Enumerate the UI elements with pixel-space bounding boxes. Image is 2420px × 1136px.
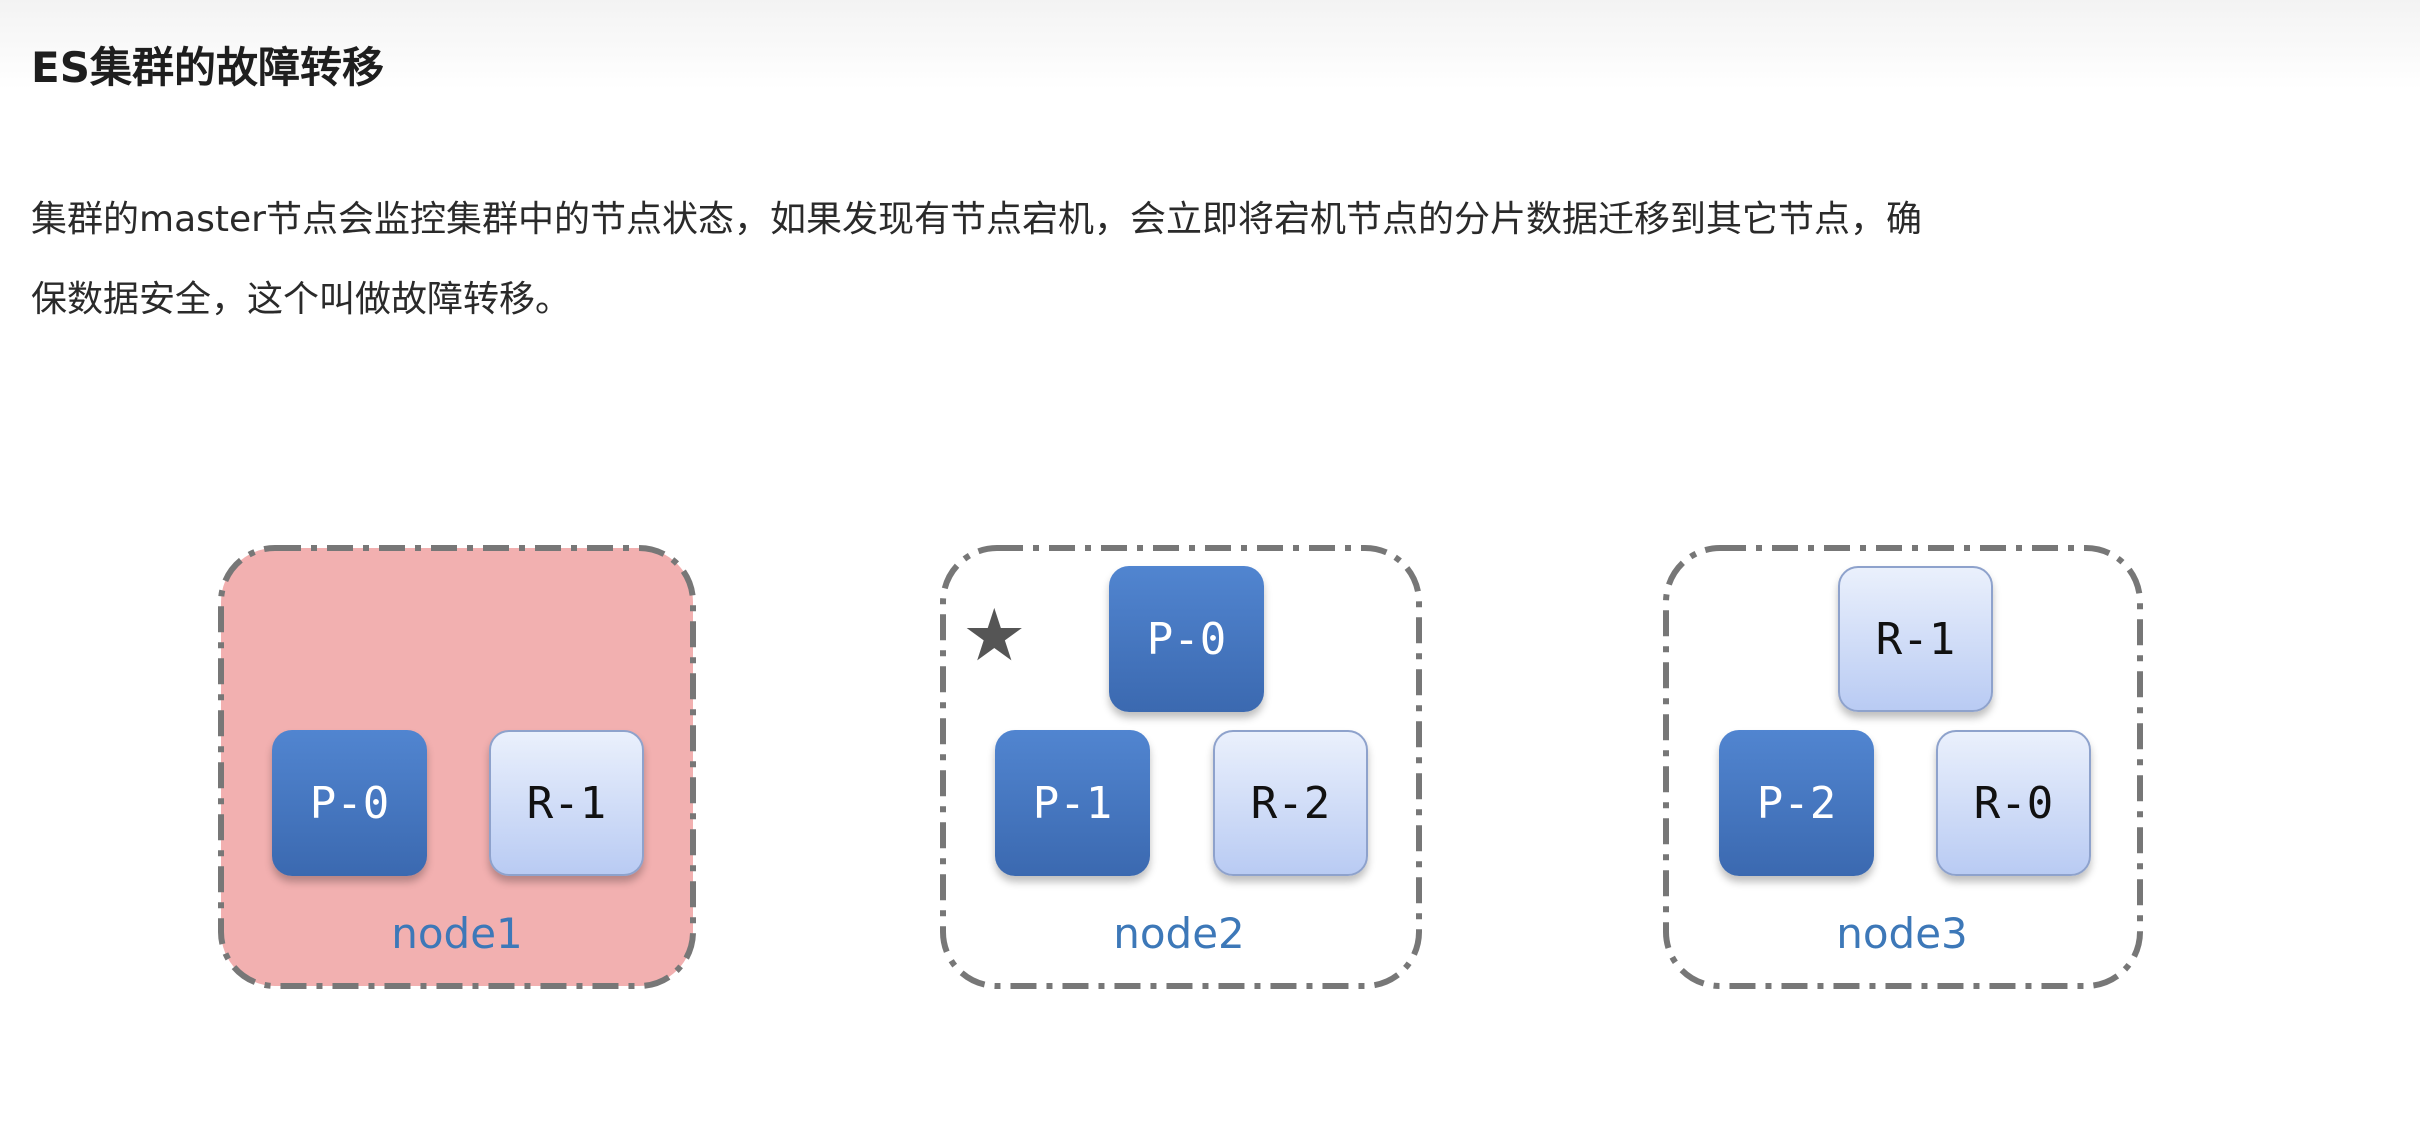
node-label: node3 [1836,909,1968,958]
paragraph-line: 保数据安全，这个叫做故障转移。 [31,279,572,320]
star-icon: ★ [962,593,1027,677]
shard-replica: R-0 [1936,730,2091,876]
shard-replica: R-2 [1213,730,1368,876]
cluster-node-3: R-1 P-2 R-0 node3 [1663,545,2143,989]
node-label: node2 [1113,909,1245,958]
node-frame [940,545,1422,989]
paragraph-line: 集群的master节点会监控集群中的节点状态，如果发现有节点宕机，会立即将宕机节… [31,199,1922,240]
node-label: node1 [391,909,523,958]
shard-primary: P-2 [1719,730,1874,876]
node-frame [218,545,696,989]
node-frame [1663,545,2143,989]
description-paragraph: 集群的master节点会监控集群中的节点状态，如果发现有节点宕机，会立即将宕机节… [31,180,2331,340]
shard-primary: P-1 [995,730,1150,876]
cluster-node-2: ★ P-0 P-1 R-2 node2 [940,545,1422,989]
page-title: ES集群的故障转移 [31,43,384,92]
cluster-node-1: P-0 R-1 node1 [218,545,696,989]
shard-replica: R-1 [1838,566,1993,712]
shard-primary: P-0 [272,730,427,876]
shard-replica: R-1 [489,730,644,876]
shard-primary: P-0 [1109,566,1264,712]
